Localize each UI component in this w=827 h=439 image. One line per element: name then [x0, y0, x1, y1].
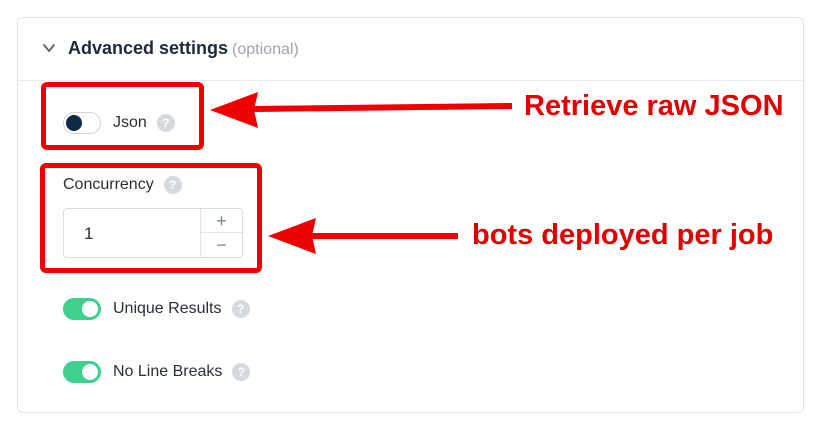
json-annotation: Retrieve raw JSON — [524, 90, 784, 122]
no-line-breaks-label: No Line Breaks — [113, 363, 223, 380]
stepper-buttons: + − — [200, 209, 242, 257]
help-icon[interactable]: ? — [232, 363, 251, 381]
concurrency-label-row: Concurrency ? — [63, 176, 182, 194]
panel-title-text: Advanced settings — [68, 38, 229, 58]
advanced-settings-header[interactable]: Advanced settings(optional) — [18, 18, 803, 81]
increment-button[interactable]: + — [201, 209, 242, 233]
help-icon[interactable]: ? — [156, 114, 175, 132]
concurrency-value[interactable]: 1 — [84, 224, 94, 243]
unique-results-toggle[interactable] — [63, 298, 101, 320]
toggle-knob — [82, 301, 98, 317]
concurrency-highlight-box — [40, 163, 262, 273]
panel-title: Advanced settings(optional) — [68, 38, 299, 59]
concurrency-stepper[interactable]: 1 + − — [63, 208, 243, 258]
no-line-breaks-setting: No Line Breaks ? — [63, 361, 251, 383]
concurrency-label: Concurrency — [63, 176, 154, 193]
optional-label: (optional) — [232, 41, 299, 58]
help-icon[interactable]: ? — [163, 176, 182, 194]
unique-results-label: Unique Results — [113, 300, 222, 317]
concurrency-annotation: bots deployed per job — [472, 219, 774, 251]
help-icon[interactable]: ? — [231, 300, 250, 318]
no-line-breaks-toggle[interactable] — [63, 361, 101, 383]
json-toggle[interactable] — [63, 112, 101, 134]
toggle-knob — [82, 364, 98, 380]
toggle-knob — [66, 115, 82, 131]
unique-results-setting: Unique Results ? — [63, 298, 250, 320]
chevron-down-icon[interactable] — [42, 41, 56, 55]
json-label: Json — [113, 114, 147, 131]
decrement-button[interactable]: − — [216, 235, 227, 255]
json-highlight-box — [41, 82, 204, 150]
json-setting: Json ? — [63, 112, 175, 134]
